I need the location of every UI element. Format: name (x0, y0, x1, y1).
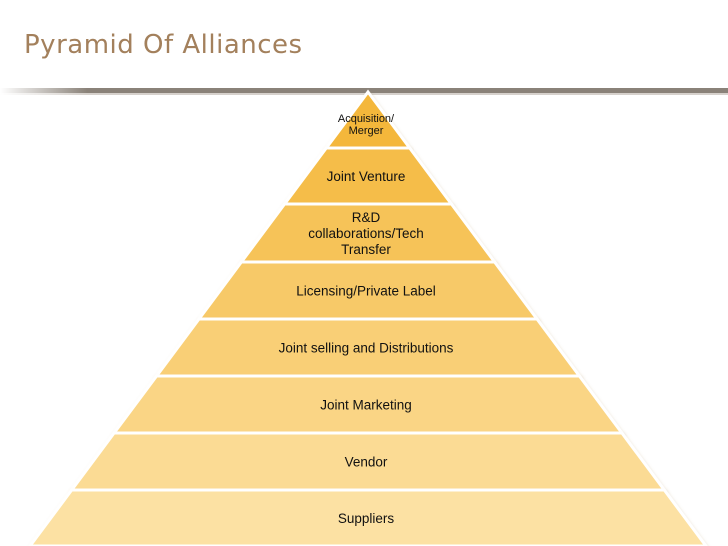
pyramid-tier-label: Vendor (345, 454, 388, 469)
pyramid-tier-joint-venture: Joint Venture (281, 146, 455, 206)
title-divider-shadow (0, 93, 728, 95)
pyramid-tier-label: Joint selling and Distributions (279, 340, 454, 355)
pyramid-tier-acquisition-merger: Acquisition/Merger (323, 89, 413, 150)
pyramid-tier-joint-marketing: Joint Marketing (111, 374, 625, 435)
pyramid-tier-shape (28, 488, 708, 546)
pyramid-tier-label: Joint Marketing (320, 397, 412, 412)
title-divider (0, 88, 728, 93)
pyramid-tier-suppliers: Suppliers (28, 488, 708, 546)
pyramid-tier-label: Licensing/Private Label (296, 283, 436, 298)
pyramid-tier-joint-selling-distributions: Joint selling and Distributions (153, 317, 583, 378)
pyramid-tier-label: Transfer (341, 242, 391, 257)
pyramid-tier-label: Merger (349, 125, 384, 137)
pyramid-tier-vendor: Vendor (68, 431, 668, 492)
pyramid-tier-label: R&D (352, 210, 381, 225)
slide-title: Pyramid Of Alliances (24, 30, 303, 60)
pyramid-tier-label: Acquisition/ (338, 113, 395, 125)
pyramid-tier-label: collaborations/Tech (308, 226, 424, 241)
pyramid-tier-licensing-private-label: Licensing/Private Label (196, 260, 540, 321)
pyramid-tier-label: Joint Venture (327, 169, 406, 184)
pyramid-tier-label: Suppliers (338, 511, 395, 526)
